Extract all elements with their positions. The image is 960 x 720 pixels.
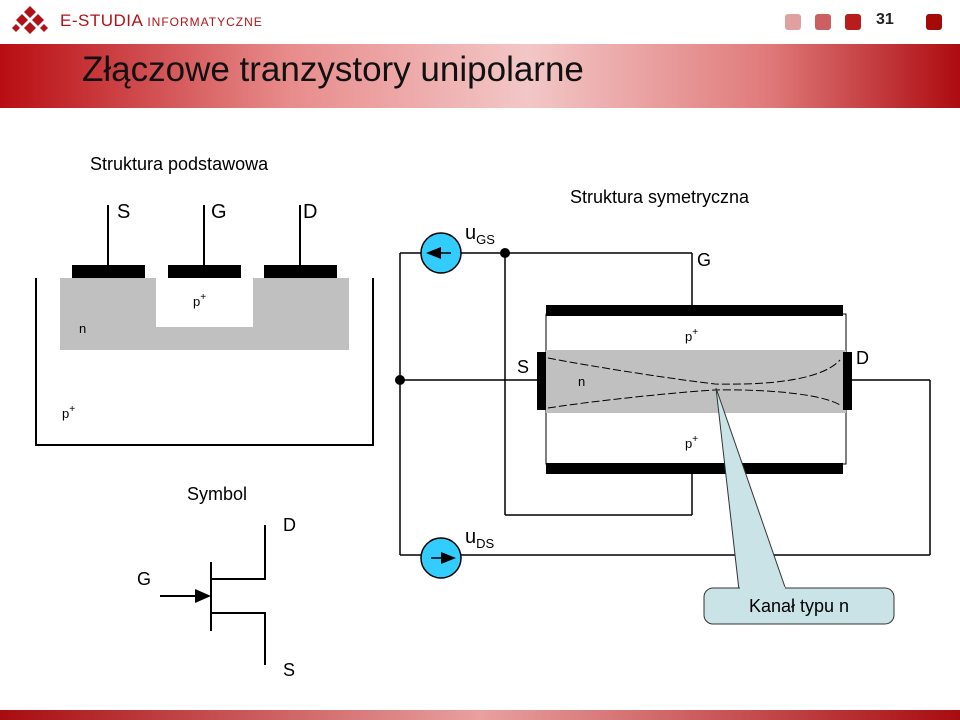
- symbol-label-s: S: [283, 660, 295, 680]
- label-p-bottom: p+: [685, 434, 698, 451]
- brand-main: E-STUDIA: [60, 11, 144, 30]
- basic-structure: Struktura podstawowa S G D p+ n p+: [35, 154, 374, 446]
- bottom-gate-contact: [546, 463, 843, 474]
- label-d: D: [303, 201, 317, 223]
- nav-square-2[interactable]: [815, 14, 831, 30]
- source-contact: [72, 265, 145, 278]
- channel-callout: Kanał typu n: [703, 387, 895, 625]
- uds-label: uDS: [465, 526, 495, 551]
- source-line: [211, 612, 266, 665]
- nav-square-3[interactable]: [845, 14, 861, 30]
- symmetric-structure-title: Struktura symetryczna: [570, 187, 750, 207]
- ugs-label: uGS: [465, 222, 495, 247]
- label-s: S: [517, 357, 529, 377]
- basic-structure-title: Struktura podstawowa: [90, 154, 269, 174]
- title-band: [0, 44, 960, 108]
- label-g: G: [211, 201, 227, 223]
- label-p-top: p+: [685, 327, 698, 344]
- channel-boundary-top: [547, 357, 841, 385]
- label-n: n: [578, 374, 585, 389]
- jfet-symbol: Symbol D G S: [137, 484, 296, 680]
- symbol-label-d: D: [283, 515, 296, 535]
- junction-dot: [395, 375, 405, 385]
- ugs-source: uGS: [420, 222, 495, 274]
- logo-icon: [12, 6, 48, 34]
- label-p-substrate: p+: [62, 404, 75, 421]
- junction-dot: [500, 248, 510, 258]
- gate-arrow-icon: [195, 589, 211, 603]
- callout-text: Kanał typu n: [749, 596, 849, 616]
- uds-source: uDS: [420, 526, 495, 579]
- bottom-bar: [0, 710, 960, 720]
- nav-square-1[interactable]: [785, 14, 801, 30]
- symbol-label-g: G: [137, 569, 151, 589]
- symbol-title: Symbol: [187, 484, 247, 504]
- brand-sub: INFORMATYCZNE: [147, 15, 263, 29]
- label-p-top: p+: [193, 292, 206, 309]
- drain-line: [211, 525, 266, 580]
- channel-boundary-bottom: [547, 389, 841, 409]
- label-d: D: [856, 348, 869, 368]
- nav-square-4[interactable]: [926, 14, 942, 30]
- drain-contact: [843, 352, 852, 410]
- label-s: S: [117, 201, 130, 223]
- page-number: 31: [876, 11, 894, 28]
- top-gate-contact: [546, 305, 843, 316]
- symmetric-structure: Struktura symetryczna G S: [395, 187, 931, 625]
- gate-contact: [168, 265, 241, 278]
- drain-contact: [264, 265, 337, 278]
- page-title: Złączowe tranzystory unipolarne: [82, 50, 584, 89]
- source-contact: [537, 352, 546, 410]
- label-n: n: [79, 321, 86, 336]
- label-g: G: [697, 250, 711, 270]
- p-plus-well: [156, 278, 253, 327]
- substrate-outline: [35, 278, 374, 446]
